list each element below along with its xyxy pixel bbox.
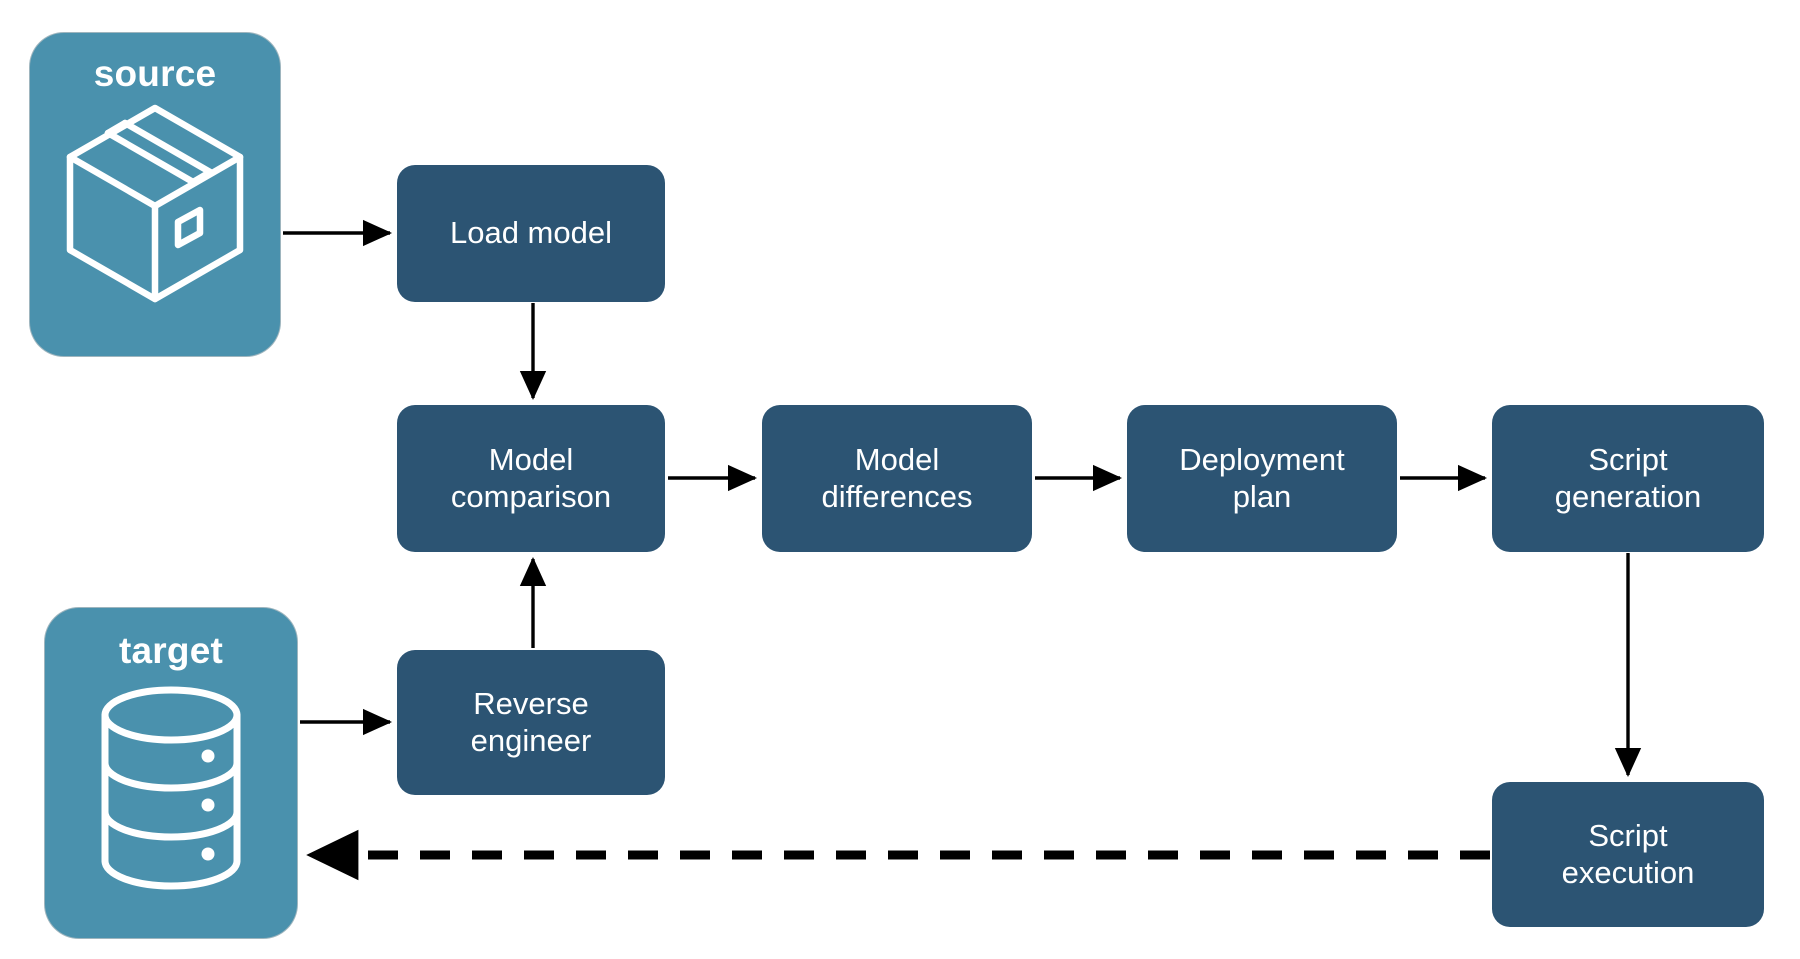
process-model-differences[interactable]: Model differences bbox=[762, 405, 1032, 552]
target-endpoint[interactable]: target bbox=[45, 608, 297, 938]
process-script-execution-label: Script execution bbox=[1561, 817, 1695, 890]
package-box-icon bbox=[66, 104, 244, 303]
process-script-generation-label: Script generation bbox=[1554, 441, 1702, 514]
process-deployment-plan-label: Deployment plan bbox=[1179, 441, 1345, 514]
process-script-generation[interactable]: Script generation bbox=[1492, 405, 1764, 552]
source-endpoint[interactable]: source bbox=[30, 33, 280, 356]
process-model-comparison[interactable]: Model comparison bbox=[397, 405, 665, 552]
process-script-execution[interactable]: Script execution bbox=[1492, 782, 1764, 927]
process-model-differences-label: Model differences bbox=[821, 441, 973, 514]
process-model-comparison-label: Model comparison bbox=[450, 441, 612, 514]
target-label: target bbox=[119, 630, 223, 671]
process-reverse-engineer-label: Reverse engineer bbox=[470, 685, 592, 758]
source-label: source bbox=[93, 53, 217, 94]
database-cylinder-icon bbox=[101, 686, 241, 890]
process-load-model[interactable]: Load model bbox=[397, 165, 665, 302]
process-deployment-plan[interactable]: Deployment plan bbox=[1127, 405, 1397, 552]
process-load-model-label: Load model bbox=[449, 215, 612, 251]
process-reverse-engineer[interactable]: Reverse engineer bbox=[397, 650, 665, 795]
